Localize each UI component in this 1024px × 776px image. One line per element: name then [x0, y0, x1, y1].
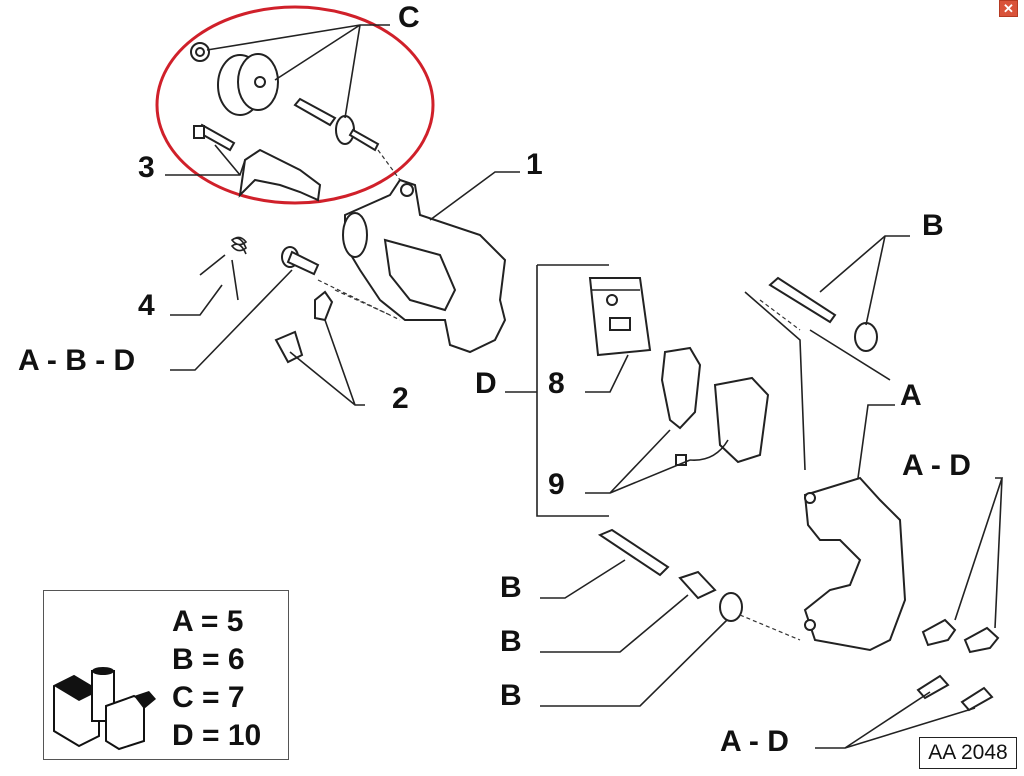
label-B-boot: B — [500, 679, 522, 712]
part-dust-cap — [274, 330, 304, 364]
label-A-bracket: A — [900, 379, 922, 412]
part-bracket-plate — [238, 148, 322, 202]
label-9: 9 — [548, 468, 565, 501]
part-bushing — [217, 53, 279, 116]
part-bolt-small — [193, 123, 236, 152]
label-B-pin: B — [500, 571, 522, 604]
part-guide-bolt — [293, 97, 380, 152]
label-a-b-d: A - B - D — [18, 344, 135, 377]
label-a-d-right: A - D — [902, 449, 971, 482]
label-3: 3 — [138, 151, 155, 184]
part-boot-bottom — [719, 592, 743, 622]
label-D: D — [475, 367, 497, 400]
part-guide-pin-bottom — [597, 528, 670, 577]
part-pad-kit-bag — [588, 277, 652, 357]
legend-row-a: A = 5 — [172, 605, 244, 638]
diagram-code: AA 2048 — [919, 737, 1017, 769]
label-8: 8 — [548, 367, 565, 400]
legend-box: A = 5 B = 6 C = 7 D = 10 — [43, 590, 289, 760]
close-button[interactable]: ✕ — [999, 0, 1018, 17]
part-spring — [199, 236, 248, 301]
part-carrier-bracket — [803, 476, 907, 652]
part-sleeve — [678, 570, 717, 600]
part-brake-pad — [660, 346, 702, 430]
part-nut — [190, 42, 210, 62]
legend-row-c: C = 7 — [172, 681, 245, 714]
legend-row-d: D = 10 — [172, 719, 262, 752]
label-B-top: B — [922, 209, 944, 242]
part-caliper — [342, 178, 507, 354]
label-1: 1 — [526, 148, 543, 181]
highlight-circle — [155, 5, 435, 205]
part-clips — [916, 618, 1000, 712]
part-boot-top — [854, 322, 878, 352]
label-4: 4 — [138, 289, 155, 322]
label-2: 2 — [392, 382, 409, 415]
part-guide-pin-top — [768, 276, 837, 324]
legend-row-b: B = 6 — [172, 643, 245, 676]
part-bleeder — [314, 290, 334, 322]
part-caliper-bolt — [281, 246, 320, 276]
label-a-d-bottom: A - D — [720, 725, 789, 758]
parts-kit-icon — [53, 667, 156, 751]
close-icon: ✕ — [1003, 1, 1014, 16]
label-B-sleeve: B — [500, 625, 522, 658]
label-C: C — [398, 1, 420, 34]
part-brake-pad-sensor — [675, 376, 770, 466]
